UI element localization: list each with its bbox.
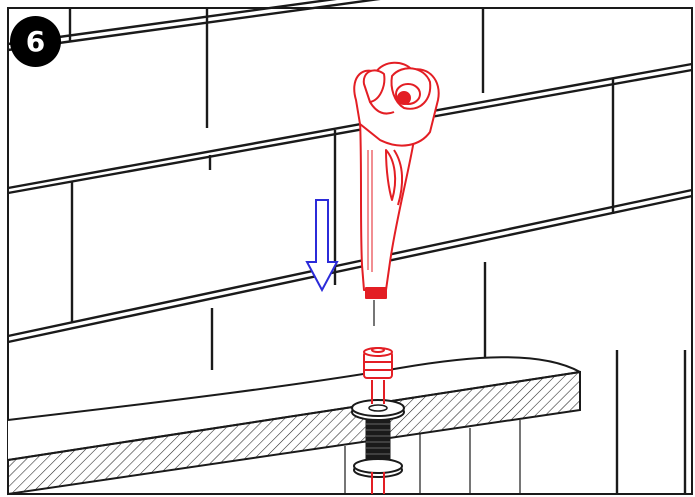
step-number: 6 [25, 25, 46, 58]
mortar-joints [68, 8, 687, 494]
connector-fitting [363, 347, 393, 379]
step-number-badge: 6 [10, 16, 61, 67]
mounting-kit [351, 380, 405, 494]
down-arrow-icon [305, 199, 339, 293]
faucet-handle-icon [353, 61, 440, 299]
mortar-courses [7, 0, 693, 344]
brick-wall [7, 0, 693, 494]
